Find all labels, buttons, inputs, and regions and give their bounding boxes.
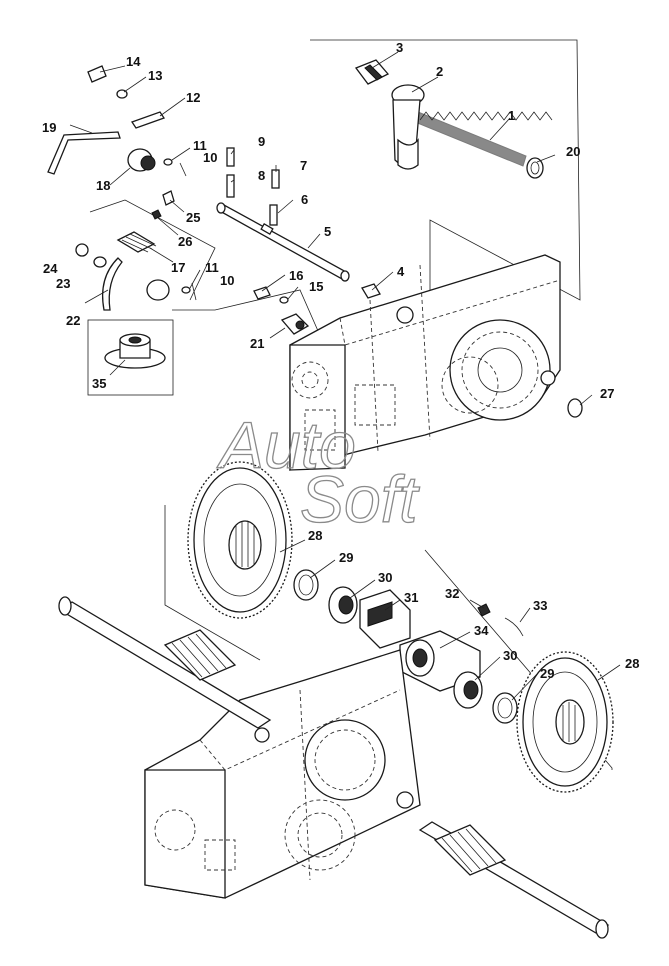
callout-34: 34: [474, 623, 489, 638]
seal-part-4: [361, 283, 381, 299]
callout-24: 24: [43, 261, 58, 276]
snap-ring-part-29-left: [293, 569, 319, 601]
gear-part-28-right: [516, 651, 614, 793]
snap-ring-part-29-right: [492, 692, 518, 724]
collar-part-30-left: [328, 586, 358, 624]
callout-10-upper: 10: [203, 150, 217, 165]
seal-part-27: [567, 398, 583, 418]
bolt-part-25: [162, 190, 175, 206]
spring-ring-part-33: [504, 617, 524, 637]
callout-7: 7: [300, 158, 307, 173]
callout-4: 4: [397, 264, 405, 279]
callout-11-lower: 11: [205, 260, 219, 275]
gear-part-28-left: [187, 461, 293, 619]
pin-part-6: [269, 204, 278, 226]
callout-2: 2: [436, 64, 443, 79]
callout-31: 31: [404, 590, 418, 605]
rod-part-19: [47, 131, 121, 175]
link-part-12: [130, 111, 166, 129]
washer-part-20: [526, 157, 544, 179]
callout-3: 3: [396, 40, 403, 55]
callout-28-left: 28: [308, 528, 322, 543]
watermark-line-2: Soft: [300, 462, 420, 536]
pin-part-7: [271, 169, 280, 189]
pin-part-9: [226, 147, 235, 167]
callout-12: 12: [186, 90, 200, 105]
callout-14: 14: [126, 54, 141, 69]
washer-part-23: [93, 256, 107, 268]
watermark: Auto Soft: [215, 407, 420, 536]
callout-35: 35: [92, 376, 106, 391]
callout-21: 21: [250, 336, 264, 351]
output-shaft: [418, 821, 610, 939]
callout-30-left: 30: [378, 570, 392, 585]
detent-part-35: [104, 333, 166, 369]
watermark-line-1: Auto: [216, 408, 356, 482]
callout-15: 15: [309, 279, 323, 294]
callout-1: 1: [508, 108, 515, 123]
callout-6: 6: [301, 192, 308, 207]
callout-13: 13: [148, 68, 162, 83]
callout-33: 33: [533, 598, 547, 613]
callout-18: 18: [96, 178, 110, 193]
callout-16: 16: [289, 268, 303, 283]
callout-28-right: 28: [625, 656, 639, 671]
lever-part-22: [101, 257, 123, 311]
spring-part-1: [414, 111, 553, 167]
callouts: 1 2 3 4 5 6 7 8 9 10 10 11 11 12 13 14 1…: [42, 40, 639, 681]
pin-part-8: [226, 174, 235, 198]
upper-gearbox-housing: [289, 254, 561, 471]
callout-29-right: 29: [540, 666, 554, 681]
callout-10-lower: 10: [220, 273, 234, 288]
lever-assembly: [47, 65, 310, 369]
collar-part-30-right: [453, 671, 483, 709]
lower-gearbox-housing: [144, 649, 421, 899]
input-shaft: [58, 596, 272, 729]
callout-30-right: 30: [503, 648, 517, 663]
callout-8: 8: [258, 168, 265, 183]
callout-32: 32: [445, 586, 459, 601]
callout-19: 19: [42, 120, 56, 135]
inset-box: [87, 319, 174, 396]
callout-29-left: 29: [339, 550, 353, 565]
sleeve-part-31: [359, 589, 411, 649]
shift-fork-part-2: [391, 84, 425, 170]
callout-17: 17: [171, 260, 185, 275]
bolt-part-32: [477, 603, 491, 617]
lower-frame-lines: [164, 505, 613, 770]
callout-27: 27: [600, 386, 614, 401]
clamp-part-3: [354, 59, 390, 85]
callout-5: 5: [324, 224, 331, 239]
leader-lines: [69, 51, 621, 701]
callout-9: 9: [258, 134, 265, 149]
bolt-part-14: [87, 65, 107, 83]
callout-23: 23: [56, 276, 70, 291]
callout-20: 20: [566, 144, 580, 159]
nut-part-15: [279, 296, 289, 304]
callout-26: 26: [178, 234, 192, 249]
callout-25: 25: [186, 210, 200, 225]
washer-part-24: [75, 243, 89, 257]
nut-part-26: [151, 209, 162, 220]
callout-11-upper: 11: [193, 138, 207, 153]
bolt-part-16: [253, 286, 271, 300]
shift-fork-assembly: [354, 59, 553, 179]
callout-22: 22: [66, 313, 80, 328]
shift-shaft-assembly: [216, 147, 381, 299]
